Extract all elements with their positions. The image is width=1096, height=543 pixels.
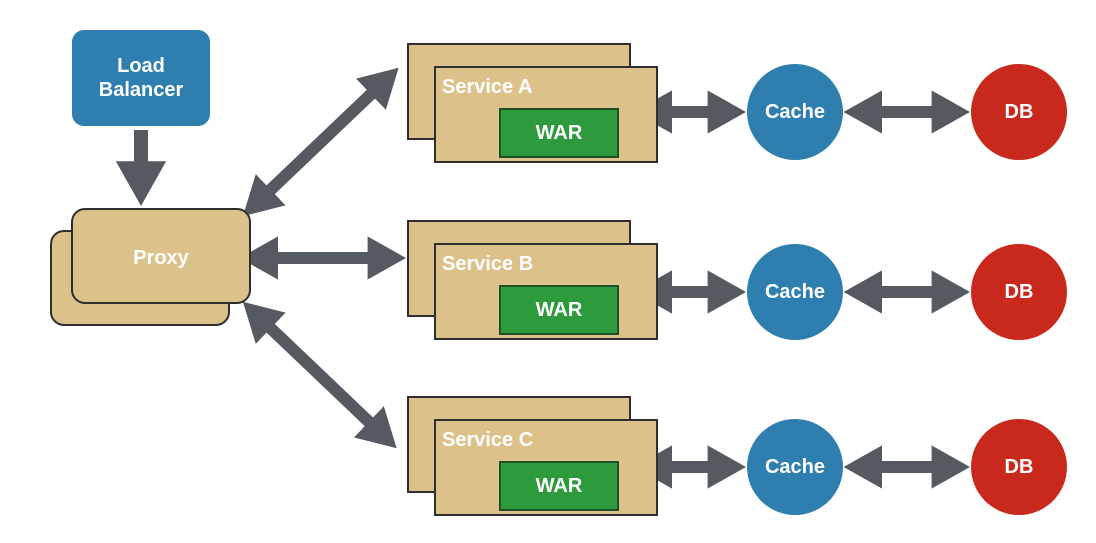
load-balancer-label-line2: Balancer <box>98 79 184 101</box>
arrow-proxy-service-a <box>242 67 399 217</box>
arrow-proxy-service-c <box>242 301 397 449</box>
service-b-label: Service B <box>442 253 534 275</box>
db-node-b: DB <box>971 244 1067 340</box>
load-balancer-node: Load Balancer <box>72 30 210 126</box>
db-node-a: DB <box>971 64 1067 160</box>
proxy-node: Proxy <box>71 208 251 304</box>
service-a-label: Service A <box>442 76 533 98</box>
service-b-node: Service B WAR <box>434 243 658 340</box>
load-balancer-label-line1: Load <box>117 55 165 77</box>
service-c-node: Service C WAR <box>434 419 658 516</box>
service-a-node: Service A WAR <box>434 66 658 163</box>
proxy-label: Proxy <box>133 247 189 269</box>
service-c-label: Service C <box>442 429 534 451</box>
cache-node-b: Cache <box>747 244 843 340</box>
cache-node-a: Cache <box>747 64 843 160</box>
service-a-war: WAR <box>499 108 619 158</box>
service-b-war: WAR <box>499 285 619 335</box>
service-c-war: WAR <box>499 461 619 511</box>
db-node-c: DB <box>971 419 1067 515</box>
cache-node-c: Cache <box>747 419 843 515</box>
